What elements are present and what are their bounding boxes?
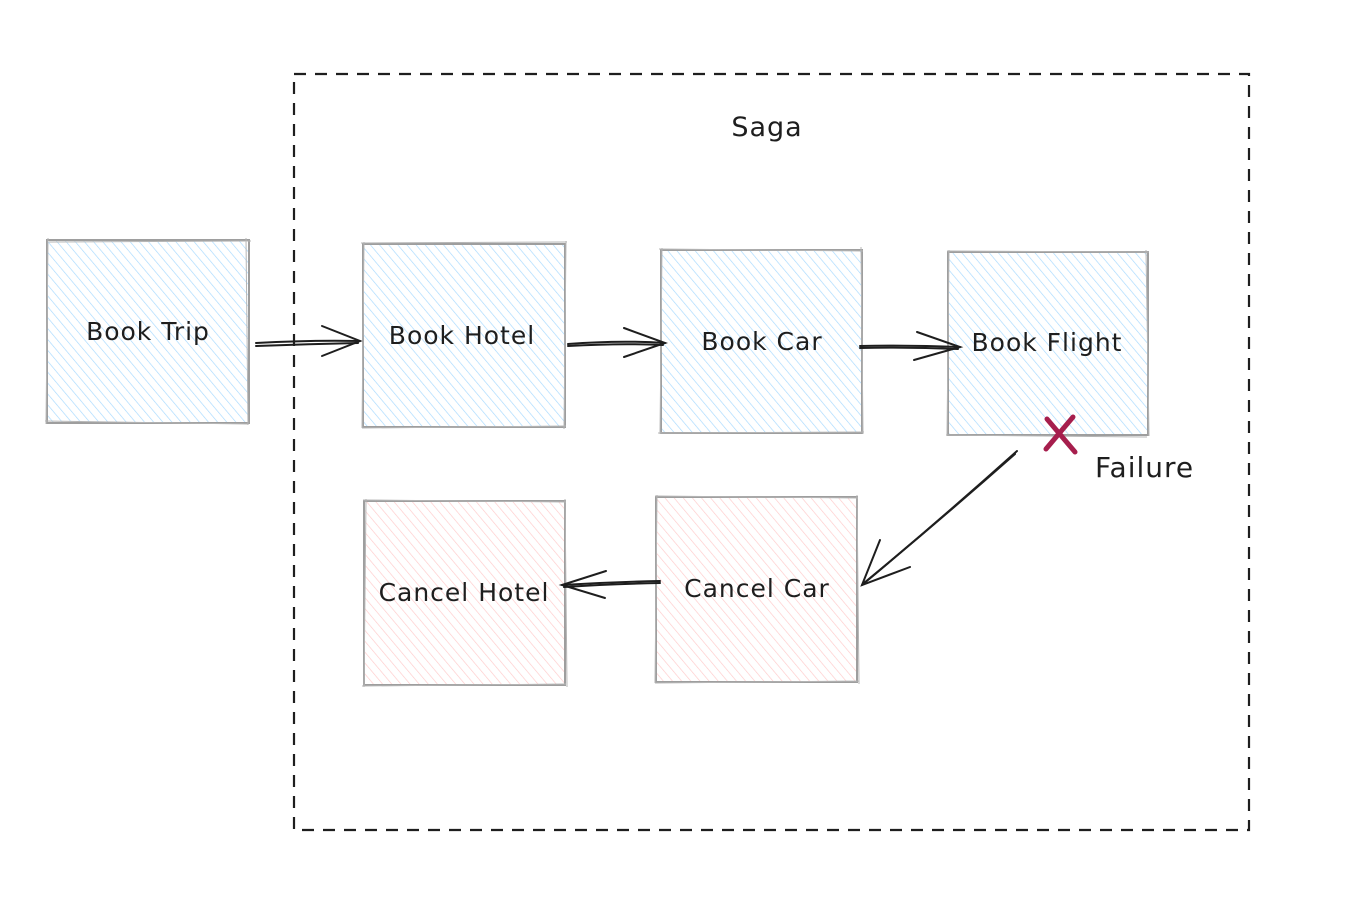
arrow-book-hotel-to-book-car bbox=[567, 327, 668, 358]
arrow-book-trip-to-book-hotel bbox=[255, 325, 363, 357]
node-cancel-car[interactable]: Cancel Car bbox=[654, 494, 860, 685]
saga-title: Saga bbox=[731, 112, 802, 143]
node-book-trip-label: Book Trip bbox=[86, 317, 210, 346]
node-book-hotel[interactable]: Book Hotel bbox=[360, 240, 568, 430]
node-book-trip[interactable]: Book Trip bbox=[44, 237, 252, 426]
failure-label: Failure bbox=[1095, 451, 1194, 484]
node-book-car[interactable]: Book Car bbox=[657, 246, 865, 435]
node-book-car-label: Book Car bbox=[701, 327, 822, 356]
node-book-flight-label: Book Flight bbox=[972, 328, 1123, 357]
node-cancel-hotel-label: Cancel Hotel bbox=[379, 578, 550, 607]
node-book-flight[interactable]: Book Flight bbox=[945, 249, 1150, 438]
node-book-hotel-label: Book Hotel bbox=[389, 321, 535, 350]
arrow-book-car-to-book-flight bbox=[859, 331, 964, 361]
arrow-cancel-car-to-cancel-hotel bbox=[558, 570, 661, 599]
arrow-failure-to-cancel-car bbox=[860, 450, 1018, 587]
node-cancel-car-label: Cancel Car bbox=[684, 574, 830, 603]
saga-boundary bbox=[292, 72, 1251, 832]
node-cancel-hotel[interactable]: Cancel Hotel bbox=[361, 498, 568, 688]
cross-icon bbox=[1043, 414, 1078, 455]
